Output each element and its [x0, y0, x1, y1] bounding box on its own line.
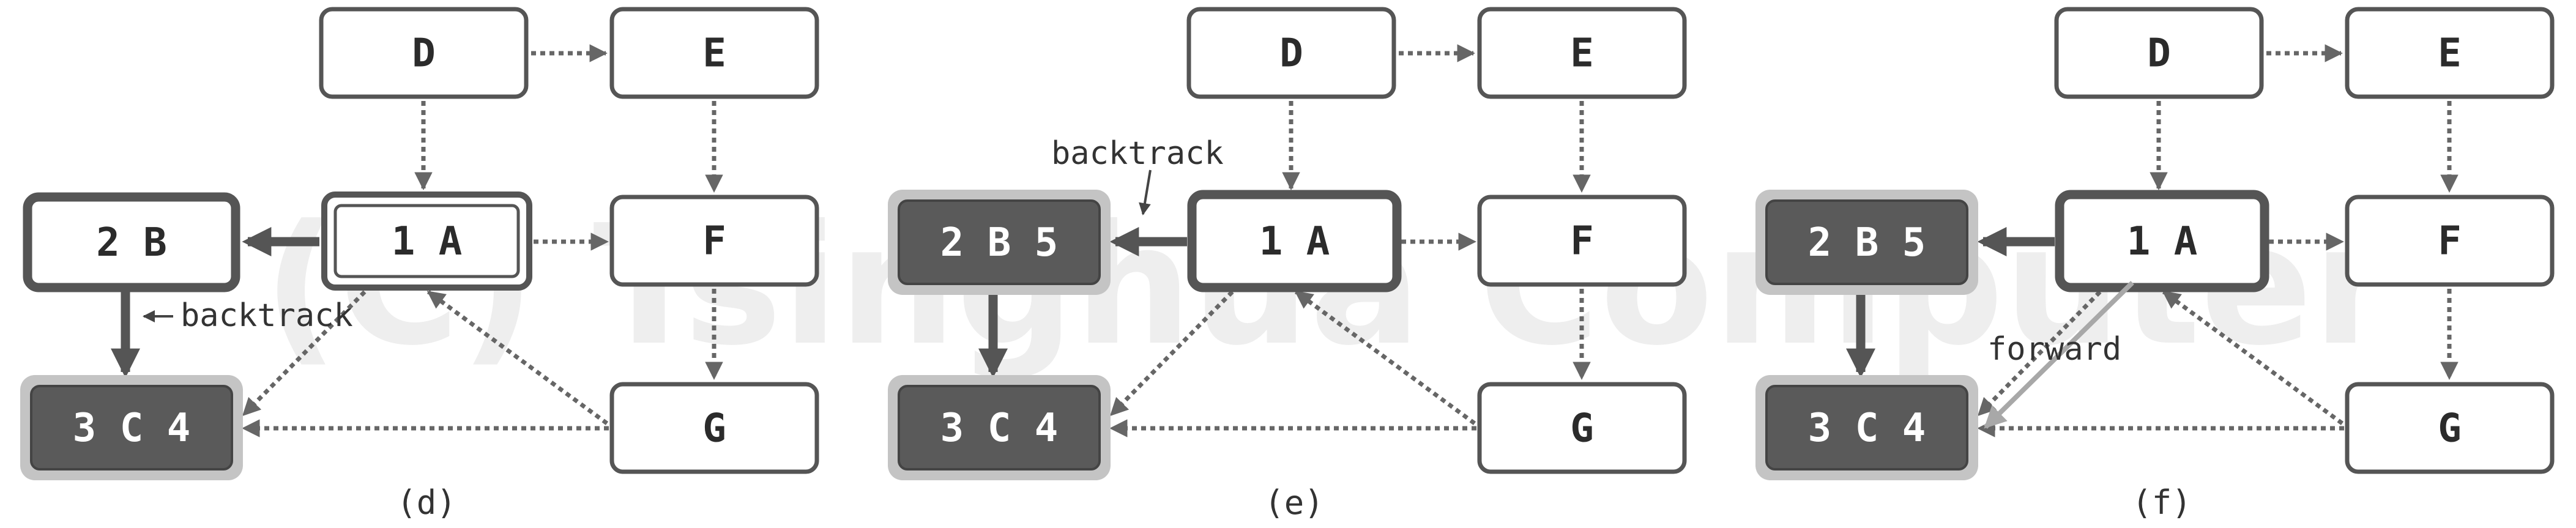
node-g: G: [609, 382, 819, 474]
node-box: [2345, 7, 2555, 99]
node-f: F: [609, 195, 819, 287]
node-g: G: [1477, 382, 1687, 474]
node-box: [1186, 7, 1396, 99]
edge-a-c: [242, 290, 367, 417]
node-label: F: [702, 219, 726, 264]
annotation-label: backtrack: [1051, 135, 1224, 172]
node-box: [609, 195, 819, 287]
node-label: 1 A: [1259, 219, 1330, 264]
node-box: [1477, 195, 1687, 287]
node-a: 1 A: [2055, 190, 2269, 292]
node-label: G: [1570, 406, 1594, 452]
node-label: F: [1570, 219, 1594, 264]
node-e: E: [1477, 7, 1687, 99]
node-b: 2 B 5: [1755, 190, 1978, 295]
node-box-current: [2055, 190, 2269, 292]
node-label: 2 B: [96, 220, 167, 266]
backtrack-pointer: [1139, 169, 1152, 215]
node-label: E: [2438, 31, 2462, 76]
node-box-done: [898, 385, 1101, 470]
node-box: [2345, 195, 2555, 287]
node-label: D: [2147, 31, 2171, 76]
node-c: 3 C 4: [888, 375, 1111, 480]
node-label: 3 C 4: [1808, 406, 1926, 451]
node-b: 2 B: [23, 192, 240, 292]
node-box-done: [1765, 385, 1968, 470]
edge-g-a: [2162, 290, 2344, 425]
node-label: E: [702, 31, 726, 76]
node-e: E: [609, 7, 819, 99]
node-label: E: [1570, 31, 1594, 76]
edge-g-a: [1294, 290, 1476, 425]
annotation-label: forward: [1987, 331, 2121, 368]
node-box: [609, 382, 819, 474]
node-box-current: [1187, 190, 1402, 292]
node-label: D: [1279, 31, 1303, 76]
node-c: 3 C 4: [20, 375, 243, 480]
node-f: F: [2345, 195, 2555, 287]
edge-g-a: [426, 290, 609, 425]
node-e: E: [2345, 7, 2555, 99]
node-label: 2 B 5: [940, 220, 1059, 266]
node-label: 3 C 4: [940, 406, 1059, 451]
node-box: [1477, 7, 1687, 99]
node-d: D: [319, 7, 529, 99]
node-a: 1 A: [321, 191, 532, 291]
panel-caption: (e): [1264, 483, 1324, 522]
node-box: [2054, 7, 2264, 99]
edge-a-c: [1977, 290, 2102, 417]
panel-caption: (f): [2132, 483, 2192, 522]
node-label: D: [412, 31, 436, 76]
node-box-current: [23, 192, 240, 292]
node-label: G: [702, 406, 726, 452]
edge-a-c: [1109, 290, 1234, 417]
node-a: 1 A: [1187, 190, 1402, 292]
node-box-inner: [333, 204, 520, 278]
node-f: F: [1477, 195, 1687, 287]
node-c: 3 C 4: [1755, 375, 1978, 480]
node-b: 2 B 5: [888, 190, 1111, 295]
node-box: [609, 7, 819, 99]
node-label: F: [2438, 219, 2462, 264]
node-label: 2 B 5: [1808, 220, 1926, 266]
node-label: 3 C 4: [73, 406, 191, 451]
node-d: D: [1186, 7, 1396, 99]
node-g: G: [2345, 382, 2555, 474]
node-label: G: [2438, 406, 2462, 452]
node-box-done: [30, 385, 233, 470]
node-label: 1 A: [392, 219, 463, 264]
annotation-label: backtrack: [181, 297, 353, 334]
node-box-outer: [321, 191, 532, 291]
node-box-done: [898, 199, 1101, 285]
node-box: [319, 7, 529, 99]
panel-caption: (d): [396, 483, 456, 522]
node-d: D: [2054, 7, 2264, 99]
node-label: 1 A: [2127, 219, 2198, 264]
node-box: [1477, 382, 1687, 474]
node-box: [2345, 382, 2555, 474]
forward-arrow: [1984, 281, 2134, 429]
node-box-done: [1765, 199, 1968, 285]
